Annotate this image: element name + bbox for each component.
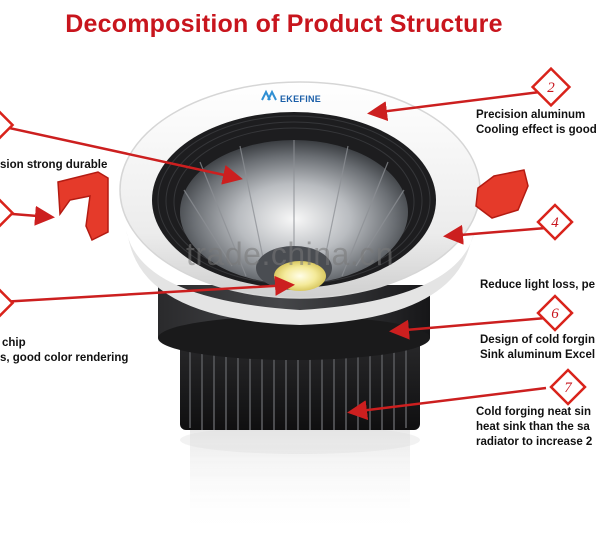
diagram-title: Decomposition of Product Structure [65, 10, 503, 38]
badge-2: 2 [530, 66, 572, 108]
callout-left-b: chip s, good color rendering [0, 336, 129, 366]
brand-name: EKEFINE [280, 94, 322, 104]
badge-7: 7 [549, 368, 587, 406]
badge-left-a [0, 107, 15, 143]
callout-6: Design of cold forgin Sink aluminum Exce… [480, 333, 595, 363]
callout-4-line-1: Reduce light loss, pe [480, 279, 596, 291]
badge-4-label: 4 [551, 215, 559, 231]
callout-7-line-1: Cold forging neat sin [476, 406, 591, 418]
arrow-left-b [0, 275, 295, 304]
pointer-arrows [0, 90, 547, 421]
callout-left-b-line-1: chip [2, 337, 26, 349]
callout-6-line-2: Sink aluminum Excel [480, 349, 596, 361]
callout-left-b-line-2: s, good color rendering [0, 352, 129, 364]
callout-7-line-2: heat sink than the sa [476, 421, 590, 433]
arrow-7 [347, 386, 547, 421]
badge-6: 6 [536, 294, 574, 332]
arrow-left-a [0, 124, 243, 185]
callout-2-line-1: Precision aluminum [476, 109, 586, 121]
badge-4: 4 [536, 203, 574, 241]
arrow-6 [389, 316, 547, 340]
callout-left-a: sion strong durable [0, 158, 107, 173]
callout-6-line-1: Design of cold forgin [480, 334, 595, 346]
brand-logo-icon [261, 89, 277, 101]
floor-reflection [180, 426, 420, 536]
arrow-4 [443, 224, 547, 245]
callout-left-a-line-1: sion strong durable [0, 159, 108, 171]
spring-clip-left [57, 171, 109, 242]
badge-6-label: 6 [551, 306, 559, 322]
watermark-text: trade.china.cn [186, 236, 395, 272]
badge-left-b [0, 285, 15, 321]
badge-left-clip [0, 195, 15, 231]
callout-7: Cold forging neat sin heat sink than the… [476, 405, 592, 450]
callout-7-line-3: radiator to increase 2 [476, 436, 593, 448]
spring-clip-right [475, 169, 529, 219]
callout-2-line-2: Cooling effect is good [476, 124, 597, 136]
badge-7-label: 7 [564, 380, 573, 396]
callout-2: Precision aluminum Cooling effect is goo… [476, 108, 597, 138]
callout-4: Reduce light loss, pe [480, 278, 595, 293]
arrow-2 [367, 90, 541, 122]
badge-2-label: 2 [547, 80, 555, 96]
